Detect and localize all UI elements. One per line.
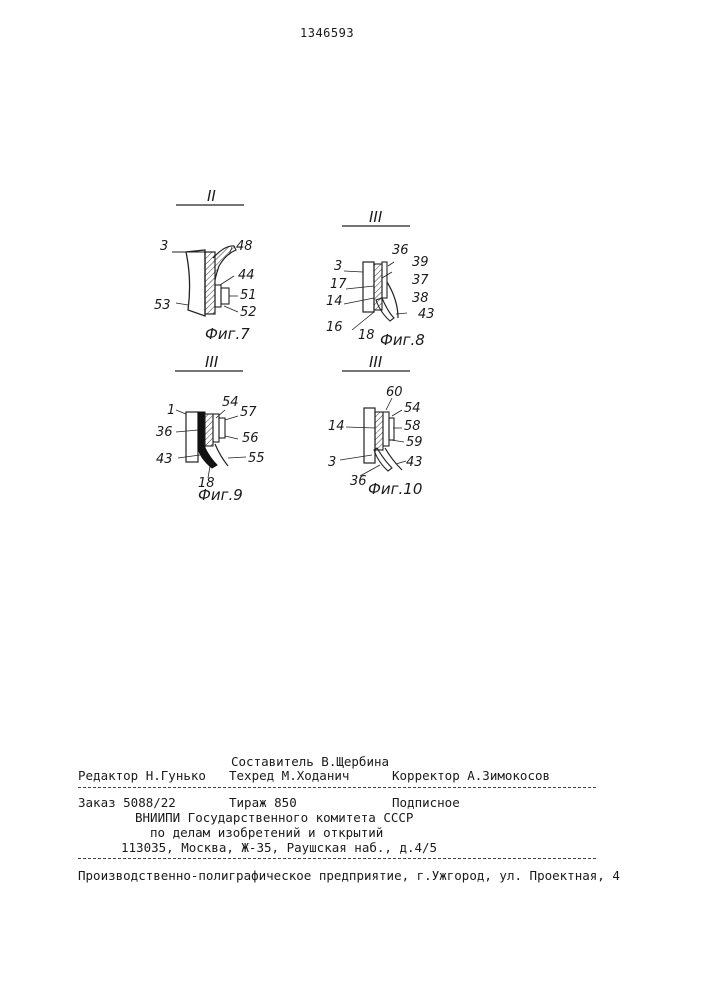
imprint-org-line1: ВНИИПИ Государственного комитета СССР xyxy=(135,810,413,825)
fig7-label-3: 51 xyxy=(240,288,257,303)
fig8-label-1: 39 xyxy=(412,255,429,270)
fig8-label-2: 3 xyxy=(334,259,342,274)
fig10-label-6: 43 xyxy=(406,455,423,470)
imprint-circulation: Тираж 850 xyxy=(229,795,297,810)
fig8-label-6: 14 xyxy=(326,294,343,309)
fig8-label-0: 36 xyxy=(392,243,409,258)
fig7-caption: Фиг.7 xyxy=(205,325,250,343)
fig8-section-label: III xyxy=(369,208,383,226)
fig10-section-label: III xyxy=(369,353,383,371)
fig9-caption: Фиг.9 xyxy=(198,486,243,504)
imprint-subscription: Подписное xyxy=(392,795,460,810)
fig7-label-4: 52 xyxy=(240,305,257,320)
fig10-label-7: 36 xyxy=(350,474,367,489)
imprint-org-line2: по делам изобретений и открытий xyxy=(150,825,383,840)
fig10-label-4: 59 xyxy=(406,435,423,450)
fig10-caption: Фиг.10 xyxy=(368,480,422,498)
fig7-section-label: II xyxy=(207,187,216,205)
figure-9: III 1 54 57 36 56 43 55 18 Фиг.9 xyxy=(156,353,265,504)
imprint-printer: Производственно-полиграфическое предприя… xyxy=(78,868,620,883)
fig9-section-label: III xyxy=(205,353,219,371)
fig9-label-4: 56 xyxy=(242,431,259,446)
fig8-label-3: 37 xyxy=(412,273,429,288)
imprint-composer: Составитель В.Щербина xyxy=(231,754,389,769)
divider-2 xyxy=(78,858,596,859)
imprint-editor: Редактор Н.Гунько xyxy=(78,768,206,783)
fig9-label-2: 57 xyxy=(240,405,257,420)
divider-1 xyxy=(78,787,596,788)
fig9-label-6: 55 xyxy=(248,451,265,466)
figure-drawings: II 3 48 44 51 52 53 Фиг.7 III xyxy=(0,0,707,720)
imprint-corrector: Корректор А.Зимокосов xyxy=(392,768,550,783)
fig10-label-1: 54 xyxy=(404,401,421,416)
imprint-techred: Техред М.Ходанич xyxy=(229,768,349,783)
fig10-label-2: 14 xyxy=(328,419,345,434)
fig10-label-0: 60 xyxy=(386,385,403,400)
fig8-label-4: 17 xyxy=(330,277,347,292)
fig8-label-9: 18 xyxy=(358,328,375,343)
figure-8: III 36 39 3 37 17 38 14 43 16 18 Фиг.8 xyxy=(326,208,435,349)
figure-7: II 3 48 44 51 52 53 Фиг.7 xyxy=(154,187,257,343)
fig10-label-3: 58 xyxy=(404,419,421,434)
fig9-label-0: 1 xyxy=(167,403,175,418)
imprint-address: 113035, Москва, Ж-35, Раушская наб., д.4… xyxy=(121,840,437,855)
fig10-label-5: 3 xyxy=(328,455,336,470)
fig8-caption: Фиг.8 xyxy=(380,331,425,349)
fig7-label-2: 44 xyxy=(238,268,255,283)
fig8-label-7: 43 xyxy=(418,307,435,322)
fig8-label-5: 38 xyxy=(412,291,429,306)
fig7-label-5: 53 xyxy=(154,298,171,313)
fig9-label-3: 36 xyxy=(156,425,173,440)
fig9-label-1: 54 xyxy=(222,395,239,410)
fig7-label-0: 3 xyxy=(160,239,168,254)
fig8-label-8: 16 xyxy=(326,320,343,335)
imprint-order: Заказ 5088/22 xyxy=(78,795,176,810)
fig7-label-1: 48 xyxy=(236,239,253,254)
fig9-label-5: 43 xyxy=(156,452,173,467)
figure-10: III 60 54 14 58 59 3 43 36 Фиг.10 xyxy=(328,353,423,498)
